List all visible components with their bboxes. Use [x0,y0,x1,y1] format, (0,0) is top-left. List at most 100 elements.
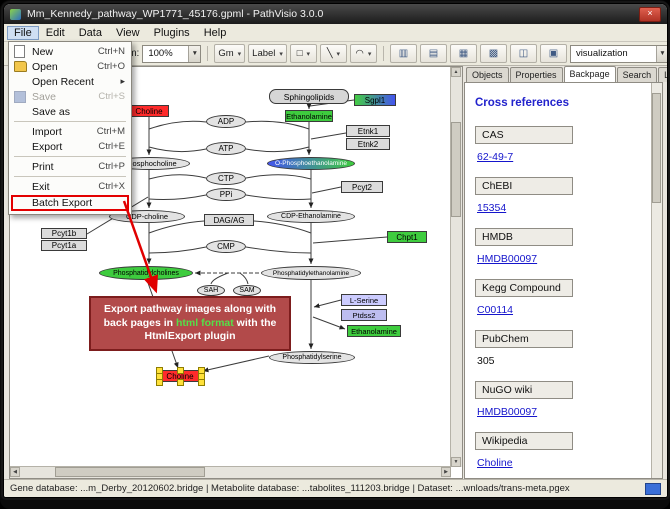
scroll-left-icon[interactable] [10,467,20,477]
file-menu-item-batch-export[interactable]: Batch Export [11,195,129,211]
node-choline-top[interactable]: Choline [129,105,169,117]
node-ctp[interactable]: CTP [206,172,246,185]
xref-link-nugo-wiki[interactable]: HMDB00097 [477,406,538,418]
node-ethanolamine-top[interactable]: Ethanolamine [285,110,333,122]
line-tool-button[interactable]: ╲ [319,44,347,63]
xref-link-wikipedia[interactable]: Choline [477,457,513,469]
selection-handle[interactable] [156,379,163,386]
tab-properties[interactable]: Properties [509,67,563,82]
distribute-vertical-button[interactable]: ▩ [479,44,507,63]
chevron-down-icon[interactable] [655,45,667,62]
connector-tool-button-label: ◠ [355,48,364,59]
menubar-file[interactable]: File [7,25,39,40]
node-sphingolipids[interactable]: Sphingolipids [269,89,349,104]
pathway-edge [310,132,347,140]
node-o-phosphoethanolamine[interactable]: O-Phosphoethanolamine [267,157,355,170]
node-sah[interactable]: SAH [197,285,225,296]
scroll-down-icon[interactable] [451,457,461,467]
menu-separator [14,121,126,122]
scrollbar-thumb[interactable] [451,122,461,217]
node-ppi[interactable]: PPi [206,188,246,201]
menu-item-label: Open [32,60,58,73]
menubar-view[interactable]: View [115,26,140,39]
node-cmp[interactable]: CMP [206,240,246,253]
connector-tool-button[interactable]: ◠ [349,44,377,63]
geneproduct-tool-button[interactable]: Gm [214,44,246,63]
pathway-edge [148,174,207,180]
node-adp[interactable]: ADP [206,115,246,128]
chevron-down-icon[interactable] [188,45,201,62]
submenu-arrow-icon [120,76,125,87]
node-pcyt2[interactable]: Pcyt2 [341,181,383,193]
xref-link-kegg-compound[interactable]: C00114 [477,304,514,316]
selection-handle[interactable] [177,379,184,386]
node-etnk1[interactable]: Etnk1 [346,125,390,137]
scrollbar-thumb[interactable] [55,467,205,477]
node-sgpl1[interactable]: Sgpl1 [354,94,396,106]
shape-tool-button[interactable]: □ [289,44,317,63]
sidebar-tabs: ObjectsPropertiesBackpageSearchLegend [464,66,667,82]
pathway-edge [245,120,310,130]
pathway-edge [245,194,312,200]
node-etnk2[interactable]: Etnk2 [346,138,390,150]
pathway-edge [245,174,312,180]
node-atp[interactable]: ATP [206,142,246,155]
selection-handle[interactable] [198,379,205,386]
menubar-edit[interactable]: Edit [45,26,65,39]
canvas-horizontal-scrollbar[interactable] [10,466,451,478]
xref-link-cas[interactable]: 62-49-7 [477,151,514,163]
node-l-serine[interactable]: L-Serine [341,294,387,306]
xref-link-hmdb[interactable]: HMDB00097 [477,253,538,265]
node-sam[interactable]: SAM [233,285,261,296]
node-ptdss2[interactable]: Ptdss2 [341,309,387,321]
file-menu-item-open-recent[interactable]: Open Recent [11,74,129,89]
zoom-combo[interactable]: 100% [142,44,202,63]
tab-backpage[interactable]: Backpage [563,66,616,82]
distribute-horizontal-button[interactable]: ▦ [449,44,477,63]
xref-link-chebi[interactable]: 15354 [477,202,507,214]
selection-handle[interactable] [177,367,184,374]
node-chpt1[interactable]: Chpt1 [387,231,427,243]
node-phosphatidylserine[interactable]: Phosphatidylserine [269,351,355,364]
tab-search[interactable]: Search [616,67,658,82]
annotation-text: Export pathway images along with back pa… [103,303,277,329]
title-bar[interactable]: Mm_Kennedy_pathway_WP1771_45176.gpml - P… [4,4,667,24]
status-bar: Gene database: ...m_Derby_20120602.bridg… [4,479,667,497]
align-vertical-button[interactable]: ▤ [419,44,447,63]
node-phosphatidylethanolamine[interactable]: Phosphatidylethanolamine [261,266,361,280]
menubar-help[interactable]: Help [203,26,227,39]
scrollbar-thumb[interactable] [652,93,661,203]
pathway-edge [313,299,342,309]
file-menu-item-save-as[interactable]: Save as [11,104,129,119]
scroll-right-icon[interactable] [441,467,451,477]
node-ethanolamine-low[interactable]: Ethanolamine [347,325,401,337]
tab-objects[interactable]: Objects [466,67,509,82]
visualization-combo[interactable]: visualization [569,44,667,63]
node-pcyt1a[interactable]: Pcyt1a [41,240,87,251]
menu-item-label: Print [32,160,54,173]
send-to-back-button[interactable]: ▣ [539,44,567,63]
scroll-up-icon[interactable] [451,67,461,77]
tab-legend[interactable]: Legend [658,67,667,82]
node-cdp-ethanolamine[interactable]: CDP-Ethanolamine [267,210,355,223]
label-tool-button[interactable]: Label [248,44,287,63]
menubar-plugins[interactable]: Plugins [153,26,190,39]
sidebar-scrollbar[interactable] [651,83,662,478]
align-horizontal-button[interactable]: ▥ [389,44,417,63]
close-button[interactable] [639,6,661,22]
canvas-vertical-scrollbar[interactable] [450,67,462,467]
bring-to-front-button[interactable]: ◫ [509,44,537,63]
node-pcyt1b[interactable]: Pcyt1b [41,228,87,239]
node-phosphatidylcholines[interactable]: Phosphatidylcholines [99,266,193,280]
menubar-data[interactable]: Data [78,26,102,39]
node-dag[interactable]: DAG/AG [204,214,254,226]
